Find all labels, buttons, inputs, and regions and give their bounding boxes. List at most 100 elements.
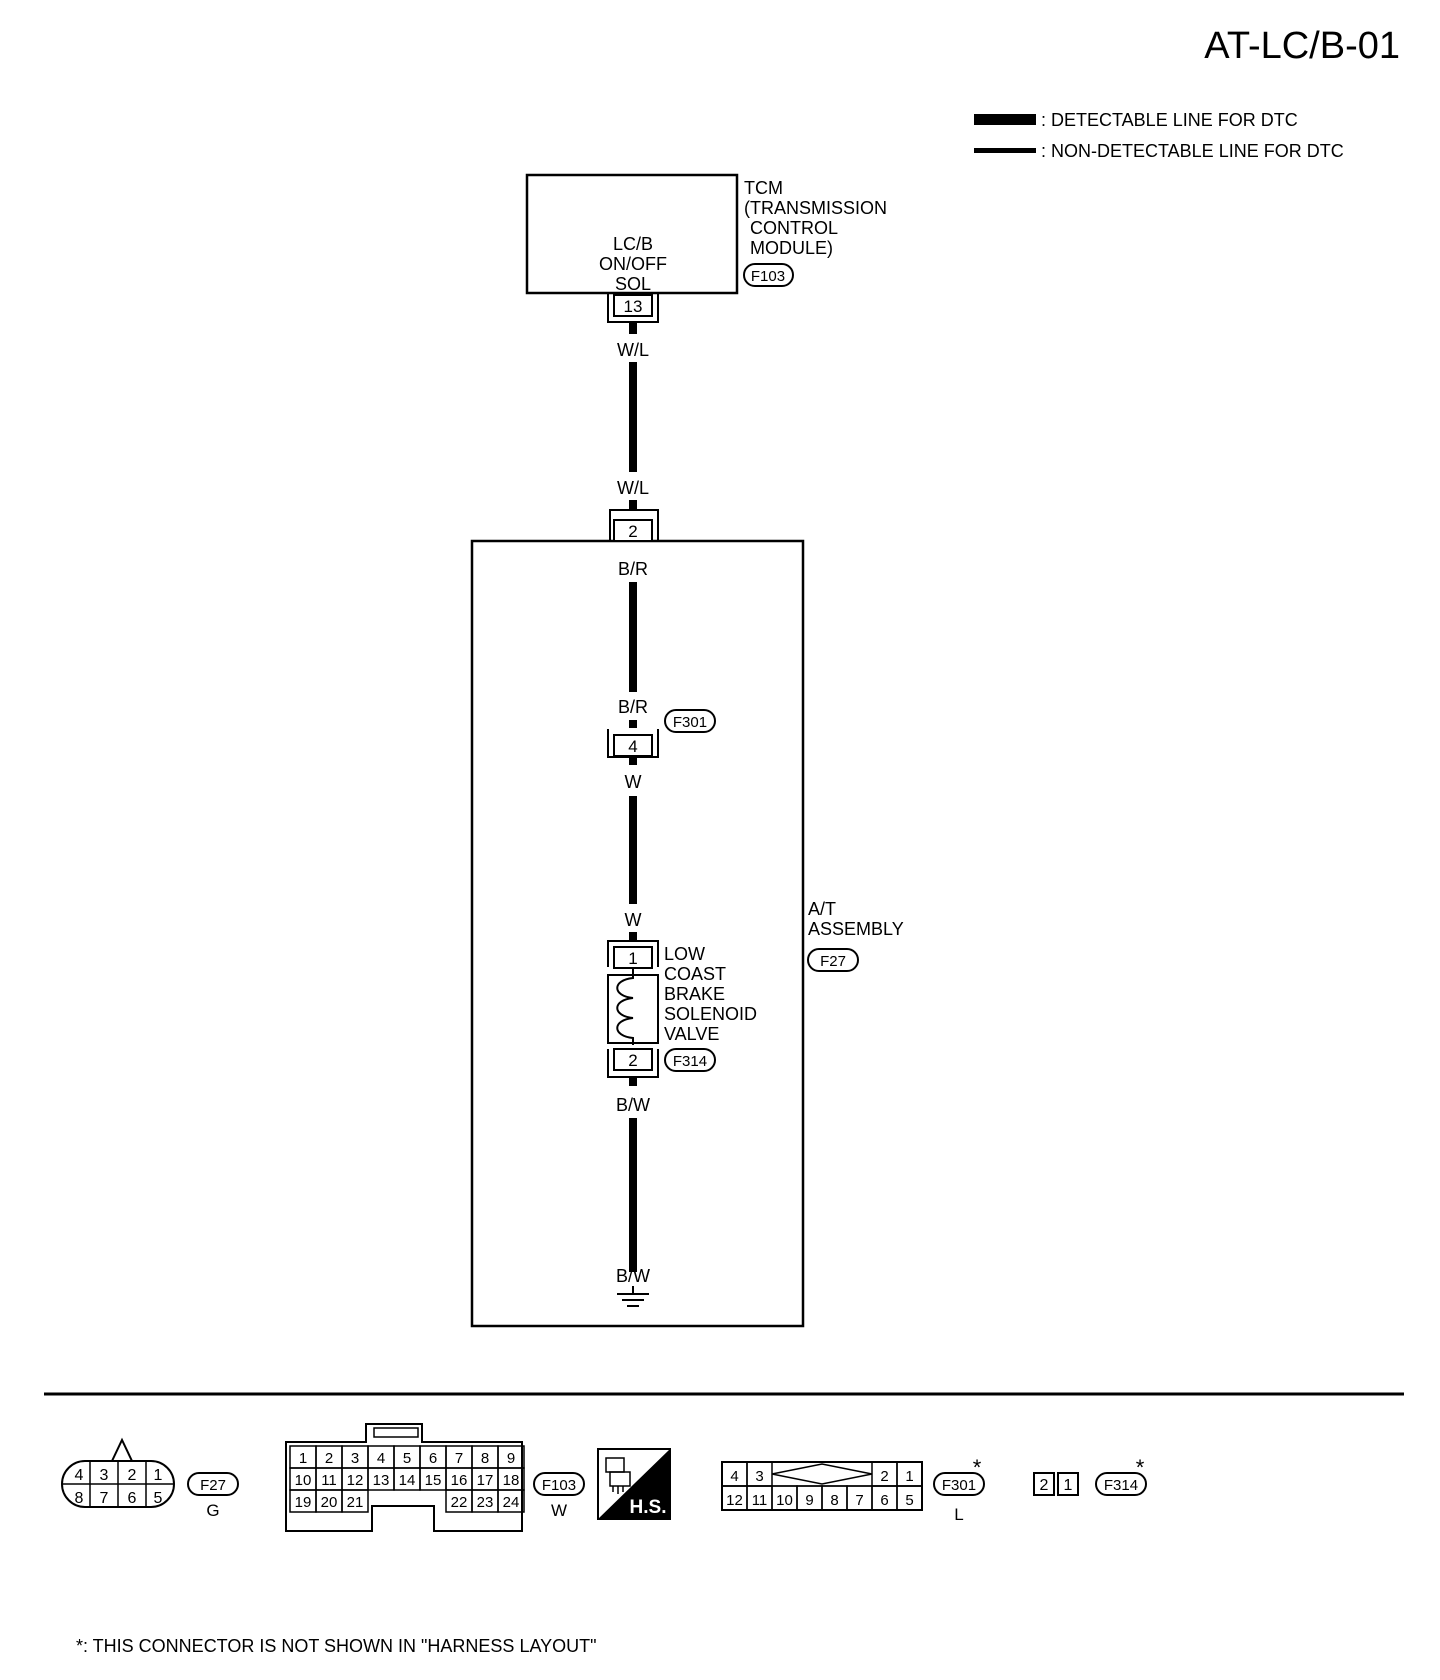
f314-asterisk: * [1136,1455,1145,1480]
tcm-function-line-2: ON/OFF [599,254,667,274]
tcm-connector-id: F103 [751,268,785,285]
at-terminal-box [613,519,653,542]
f27-key-icon [111,1437,133,1462]
connector-view-f27: 4 3 2 1 8 7 6 5 F27 G [61,1437,239,1520]
f301-pin: 9 [805,1492,813,1509]
f27-color: G [206,1501,219,1520]
wire-segment-3: W W [625,757,642,940]
wire-color-label: W [625,910,642,930]
wire-line [629,362,637,472]
f103-tag-id: F103 [542,1477,576,1494]
f103-pin: 13 [373,1472,390,1489]
f103-latch [373,1427,419,1438]
solenoid-bottom-bracket [607,1049,659,1078]
wire-stub [629,720,637,728]
harness-side-badge: H.S. [597,1448,671,1520]
f103-pin: 14 [399,1472,416,1489]
f103-pin: 24 [503,1494,520,1511]
wire-color-label: B/R [618,559,648,579]
f301-pin: 8 [830,1492,838,1509]
f301-terminal-box [613,734,653,757]
f103-pin: 22 [451,1494,468,1511]
tcm-connector-tag [743,263,794,287]
at-assembly-connector-id: F27 [820,953,846,970]
lcb-solenoid-valve: 1 2 F314 LOW COAST BRAKE SOLENOID VALVE [607,940,757,1078]
f103-pin: 15 [425,1472,442,1489]
wire-segment-1: W/L W/L [617,322,649,510]
f27-tag-id: F27 [200,1477,226,1494]
f103-pin: 6 [429,1450,437,1467]
wire-color-label: W [625,772,642,792]
f103-pin-cell [497,1489,525,1513]
f314-pin: 2 [1040,1477,1049,1494]
legend: : DETECTABLE LINE FOR DTC : NON-DETECTAB… [974,110,1344,161]
tcm-box [525,173,739,295]
detectable-line-sample [974,114,1036,125]
f301-pin: 1 [905,1468,913,1485]
f103-housing [285,1423,523,1532]
wire-stub [629,500,637,510]
f103-pin-cell [341,1489,369,1513]
wire-color-label: B/R [618,697,648,717]
f301-pin: 3 [755,1468,763,1485]
f314-pin: 1 [1064,1477,1073,1494]
hs-badge-label: H.S. [630,1497,667,1518]
f301-pin: 6 [880,1492,888,1509]
f27-tag [187,1472,239,1496]
wire-color-label: B/W [616,1095,650,1115]
solenoid-top-terminal-number: 1 [628,949,637,968]
at-assembly-box [470,539,805,1328]
f27-pin: 5 [154,1490,163,1507]
f103-pin: 18 [503,1472,520,1489]
solenoid-connector-tag [664,1048,716,1072]
f301-connector: 4 F301 [607,709,716,758]
f27-pin: 6 [128,1490,137,1507]
at-assembly-name-line-1: A/T [808,899,836,919]
f301-connector-tag [664,709,716,733]
connector-view-f314: 2 1 F314 * [1033,1455,1147,1496]
ground-icon [617,1293,649,1307]
hs-badge-fill [598,1449,670,1519]
solenoid-coil-symbol [616,968,634,1045]
at-terminal-number: 2 [628,522,637,541]
f301-pin: 12 [726,1492,743,1509]
f103-pin: 19 [295,1494,312,1511]
solenoid-name-line-2: COAST [664,964,726,984]
f314-pin-box [1033,1472,1055,1496]
f27-pin: 8 [75,1490,84,1507]
tcm-module: TCM (TRANSMISSION CONTROL MODULE) F103 L… [525,173,887,323]
tcm-function-line-3: SOL [615,274,651,294]
f301-pin: 2 [880,1468,888,1485]
wire-line [629,1118,637,1272]
at-assembly-connector-tag [807,948,859,972]
legend-detectable-label: : DETECTABLE LINE FOR DTC [1041,110,1298,130]
wire-line [629,796,637,904]
f103-pin: 7 [455,1450,463,1467]
f314-view-tag [1095,1472,1147,1496]
tcm-name-line-4: MODULE) [750,238,833,258]
f103-pin: 2 [325,1450,333,1467]
wire-color-label: B/W [616,1266,650,1286]
solenoid-name-line-5: VALVE [664,1024,719,1044]
wire-stub [629,322,637,334]
f103-pin: 4 [377,1450,385,1467]
at-assembly: A/T ASSEMBLY F27 2 [470,509,904,1328]
f301-pin: 4 [730,1468,738,1485]
at-assembly-name-line-2: ASSEMBLY [808,919,904,939]
wire-stub [629,932,637,940]
footnote: *: THIS CONNECTOR IS NOT SHOWN IN "HARNE… [76,1636,597,1656]
f103-pin: 5 [403,1450,411,1467]
solenoid-name-line-3: BRAKE [664,984,725,1004]
solenoid-bottom-terminal-number: 2 [628,1051,637,1070]
f301-pin: 5 [905,1492,913,1509]
f103-pin: 16 [451,1472,468,1489]
f27-pin: 7 [100,1490,109,1507]
f301-pin-cell [896,1485,923,1511]
f301-pin: 11 [752,1492,768,1509]
solenoid-name-line-1: LOW [664,944,705,964]
f301-key-icon [771,1463,873,1485]
